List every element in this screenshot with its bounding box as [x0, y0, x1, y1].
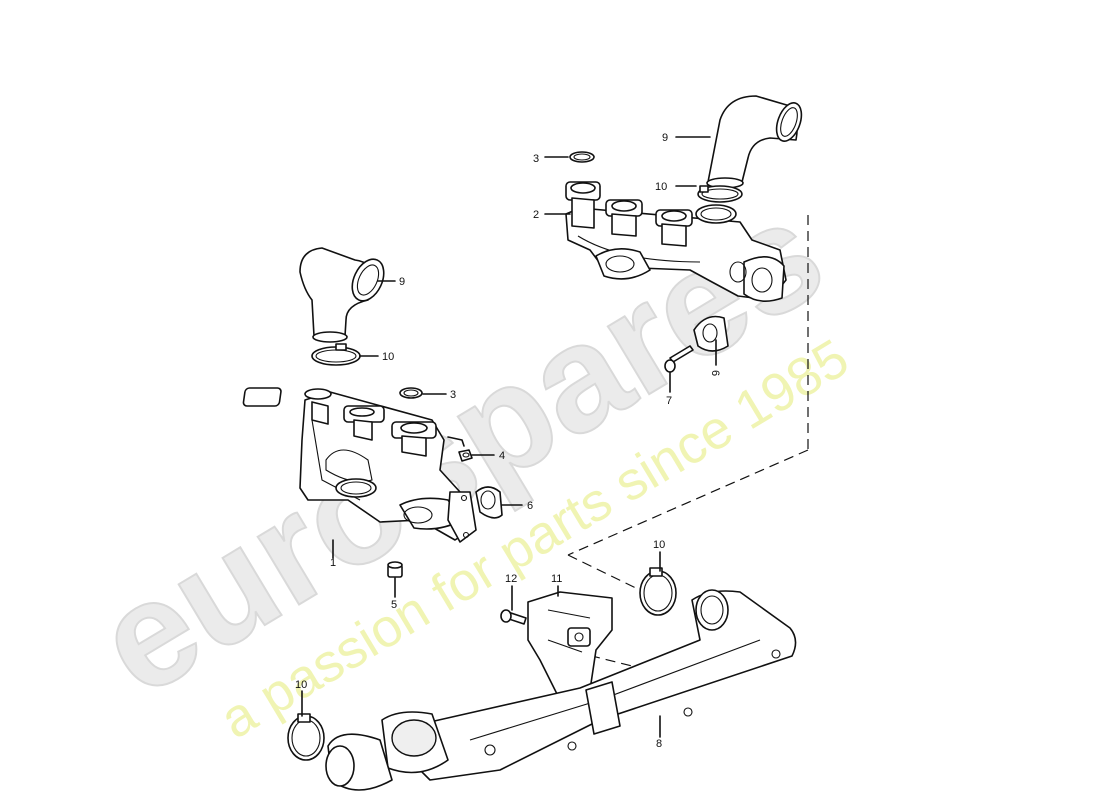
- callout-9-right: 9: [662, 132, 668, 144]
- gasket-ring-right: [569, 151, 595, 163]
- callout-11: 11: [551, 573, 562, 585]
- manifold-right: [565, 181, 787, 302]
- callout-7: 7: [666, 395, 672, 407]
- elbow-pipe-right: [706, 95, 803, 189]
- hose-clamp-right-upper: [697, 185, 743, 203]
- flange-gasket-left: [475, 486, 503, 519]
- manifold-left: [242, 387, 477, 543]
- callout-8: 8: [656, 738, 662, 750]
- elbow-pipe-left: [299, 247, 385, 343]
- bolt-7: [664, 345, 694, 373]
- nut-4: [458, 449, 473, 462]
- flange-gasket-right: [693, 315, 729, 352]
- leader-lines: [301, 136, 717, 738]
- bolt-12: [500, 609, 527, 625]
- crossover-pipe-8: [325, 589, 797, 791]
- callout-labels: 1 2 3 3 4 5 6 6 7 8 9 9 10 10 10 10 11 1…: [295, 132, 721, 750]
- hose-clamp-right-lower: [639, 567, 677, 616]
- sleeve-nut-5: [387, 561, 403, 578]
- callout-2: 2: [533, 209, 539, 221]
- callout-12: 12: [505, 573, 517, 585]
- callout-3-left: 3: [450, 389, 456, 401]
- hose-clamp-left-upper: [311, 343, 361, 366]
- gasket-ring-left: [399, 387, 423, 399]
- callout-5: 5: [391, 599, 397, 611]
- callout-10-right-upper: 10: [655, 181, 667, 193]
- callout-3-right: 3: [533, 153, 539, 165]
- callout-9-left: 9: [399, 276, 405, 288]
- hose-clamp-left-lower: [287, 713, 325, 761]
- callout-4: 4: [499, 450, 505, 462]
- callout-10-left-lower: 10: [295, 679, 307, 691]
- callout-10-left-upper: 10: [382, 351, 394, 363]
- callout-6-right: 6: [709, 370, 721, 376]
- callout-6-left: 6: [527, 500, 533, 512]
- callout-1: 1: [330, 557, 336, 569]
- heat-shield-11: [527, 591, 613, 701]
- callout-10-right-lower: 10: [653, 539, 665, 551]
